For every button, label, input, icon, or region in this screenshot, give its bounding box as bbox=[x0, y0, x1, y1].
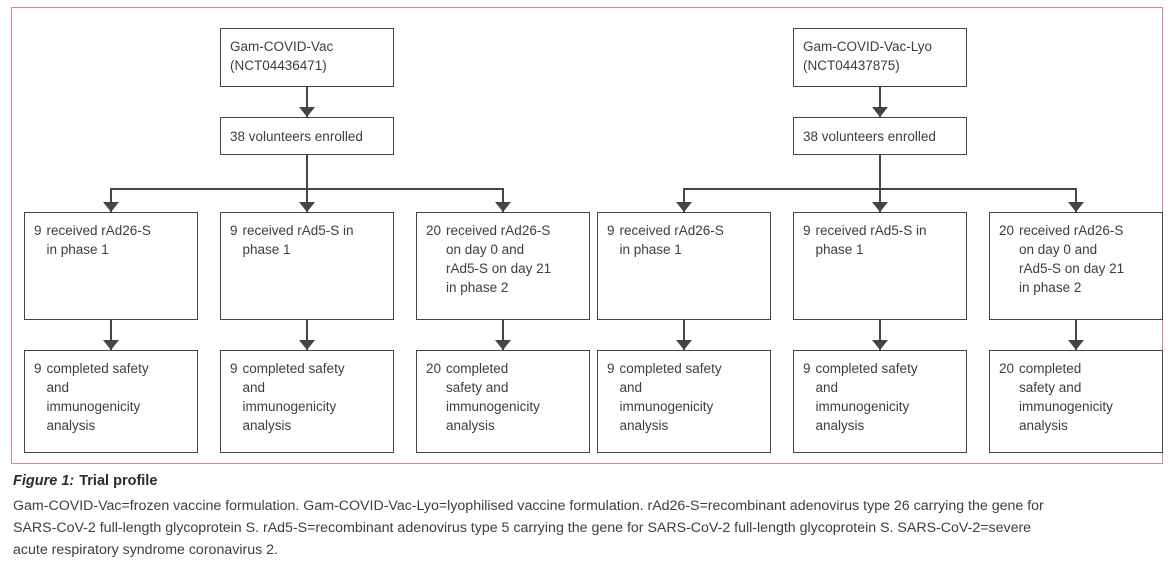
arm-text: received rAd26-S in phase 1 bbox=[46, 223, 151, 257]
arrow-down-icon bbox=[299, 87, 315, 117]
arm-count: 9 bbox=[230, 361, 238, 376]
flowchart-gam-covid-vac-lyo: Gam-COVID-Vac-Lyo (NCT04437875) 38 volun… bbox=[597, 28, 1163, 453]
enrolled-text: 38 volunteers enrolled bbox=[803, 128, 936, 144]
figure-caption: Figure 1:Trial profile Gam-COVID-Vac=fro… bbox=[13, 471, 1163, 561]
arm-count: 9 bbox=[34, 361, 42, 376]
arm-received-box: 9 received rAd5-S in phase 1 bbox=[793, 212, 967, 320]
arrow-down-icon bbox=[103, 189, 119, 212]
arrow-down-icon bbox=[872, 87, 888, 117]
arm-text: completed safety and immunogenicity anal… bbox=[619, 361, 722, 433]
arm-text: received rAd26-S in phase 1 bbox=[619, 223, 724, 257]
flowchart-gam-covid-vac: Gam-COVID-Vac (NCT04436471) 38 volunteer… bbox=[24, 28, 590, 453]
trial-title-text: Gam-COVID-Vac-Lyo (NCT04437875) bbox=[803, 39, 933, 73]
arm-completed-box: 20 completed safety and immunogenicity a… bbox=[989, 350, 1163, 453]
arrow-down-icon bbox=[1068, 189, 1084, 212]
arm-text: completed safety and immunogenicity anal… bbox=[242, 361, 345, 433]
arrow-down-icon bbox=[495, 320, 511, 350]
arrow-down-icon bbox=[872, 320, 888, 350]
arm-count: 9 bbox=[607, 223, 615, 238]
caption-title: Trial profile bbox=[79, 473, 158, 489]
arrow-down-icon bbox=[299, 155, 315, 212]
arm-count: 9 bbox=[607, 361, 615, 376]
arrow-down-icon bbox=[872, 155, 888, 212]
arrow-down-icon bbox=[1068, 320, 1084, 350]
arm-count: 20 bbox=[999, 361, 1015, 376]
arm-text: received rAd26-S on day 0 and rAd5-S on … bbox=[446, 223, 552, 295]
trial-title-box: Gam-COVID-Vac (NCT04436471) bbox=[220, 28, 394, 87]
arm-text: completed safety and immunogenicity anal… bbox=[815, 361, 918, 433]
enrolled-box: 38 volunteers enrolled bbox=[793, 117, 967, 155]
arm-count: 9 bbox=[34, 223, 42, 238]
arm-completed-box: 9 completed safety and immunogenicity an… bbox=[24, 350, 198, 453]
arm-count: 9 bbox=[803, 361, 811, 376]
trial-title-text: Gam-COVID-Vac (NCT04436471) bbox=[230, 39, 334, 73]
arm-text: completed safety and immunogenicity anal… bbox=[1019, 361, 1113, 433]
caption-body: Gam-COVID-Vac=frozen vaccine formulation… bbox=[13, 498, 1044, 558]
arm-received-box: 9 received rAd26-S in phase 1 bbox=[597, 212, 771, 320]
arrow-down-icon bbox=[676, 320, 692, 350]
arm-count: 20 bbox=[426, 361, 442, 376]
arrow-down-icon bbox=[676, 189, 692, 212]
figure-number-label: Figure 1: bbox=[13, 473, 75, 489]
arm-count: 9 bbox=[230, 223, 238, 238]
arrow-down-icon bbox=[299, 320, 315, 350]
arm-completed-box: 9 completed safety and immunogenicity an… bbox=[220, 350, 394, 453]
trial-title-box: Gam-COVID-Vac-Lyo (NCT04437875) bbox=[793, 28, 967, 87]
arm-count: 9 bbox=[803, 223, 811, 238]
arm-completed-box: 9 completed safety and immunogenicity an… bbox=[793, 350, 967, 453]
arm-text: completed safety and immunogenicity anal… bbox=[446, 361, 540, 433]
arm-count: 20 bbox=[999, 223, 1015, 238]
arm-text: received rAd26-S on day 0 and rAd5-S on … bbox=[1019, 223, 1125, 295]
arrow-down-icon bbox=[495, 189, 511, 212]
arrow-down-icon bbox=[103, 320, 119, 350]
arm-completed-box: 20 completed safety and immunogenicity a… bbox=[416, 350, 590, 453]
arm-received-box: 9 received rAd26-S in phase 1 bbox=[24, 212, 198, 320]
caption-heading: Figure 1:Trial profile bbox=[13, 471, 1163, 491]
arm-text: received rAd5-S in phase 1 bbox=[242, 223, 354, 257]
arm-received-box: 20 received rAd26-S on day 0 and rAd5-S … bbox=[989, 212, 1163, 320]
enrolled-box: 38 volunteers enrolled bbox=[220, 117, 394, 155]
arm-text: completed safety and immunogenicity anal… bbox=[46, 361, 149, 433]
arm-count: 20 bbox=[426, 223, 442, 238]
arm-text: received rAd5-S in phase 1 bbox=[815, 223, 927, 257]
arm-received-box: 20 received rAd26-S on day 0 and rAd5-S … bbox=[416, 212, 590, 320]
arm-received-box: 9 received rAd5-S in phase 1 bbox=[220, 212, 394, 320]
enrolled-text: 38 volunteers enrolled bbox=[230, 128, 363, 144]
arm-completed-box: 9 completed safety and immunogenicity an… bbox=[597, 350, 771, 453]
